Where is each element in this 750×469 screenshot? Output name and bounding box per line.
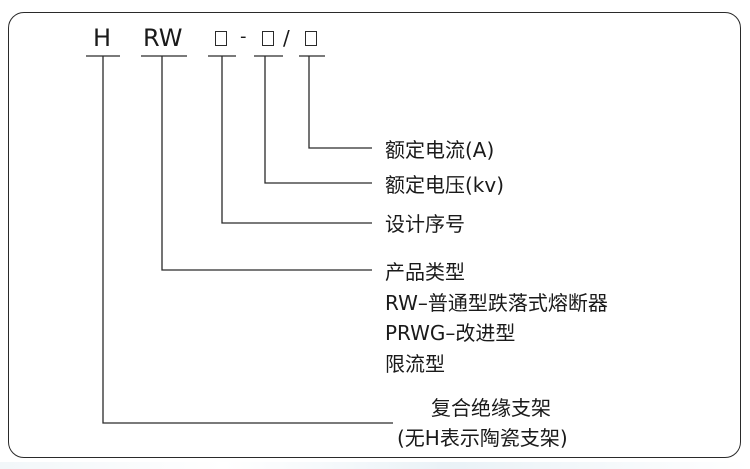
code-dash: - [240, 26, 247, 47]
placeholder-rated-current [305, 31, 317, 46]
code-h: H [93, 24, 112, 52]
bottom-decoration [0, 462, 750, 469]
leader-current [308, 56, 372, 149]
label-rated-voltage: 额定电压(kv) [385, 173, 505, 197]
label-rated-current: 额定电流(A) [385, 138, 495, 162]
label-product-type-prwg: PRWG–改进型 [385, 321, 516, 345]
placeholder-design-serial [215, 31, 227, 46]
diagram-frame [8, 12, 741, 458]
leader-design [221, 56, 372, 224]
label-no-h-note: (无H表示陶瓷支架) [397, 426, 568, 450]
placeholder-rated-voltage [262, 31, 274, 46]
label-composite-support: 复合绝缘支架 [431, 396, 551, 420]
leader-support [102, 56, 393, 424]
leader-type [161, 56, 372, 271]
label-design-serial: 设计序号 [385, 212, 465, 236]
label-product-type-rw: RW–普通型跌落式熔断器 [385, 291, 608, 315]
leader-voltage [264, 56, 372, 184]
label-product-type: 产品类型 [385, 260, 465, 284]
code-slash: / [283, 26, 290, 50]
code-rw: RW [143, 24, 183, 52]
label-product-type-limit: 限流型 [385, 352, 445, 376]
